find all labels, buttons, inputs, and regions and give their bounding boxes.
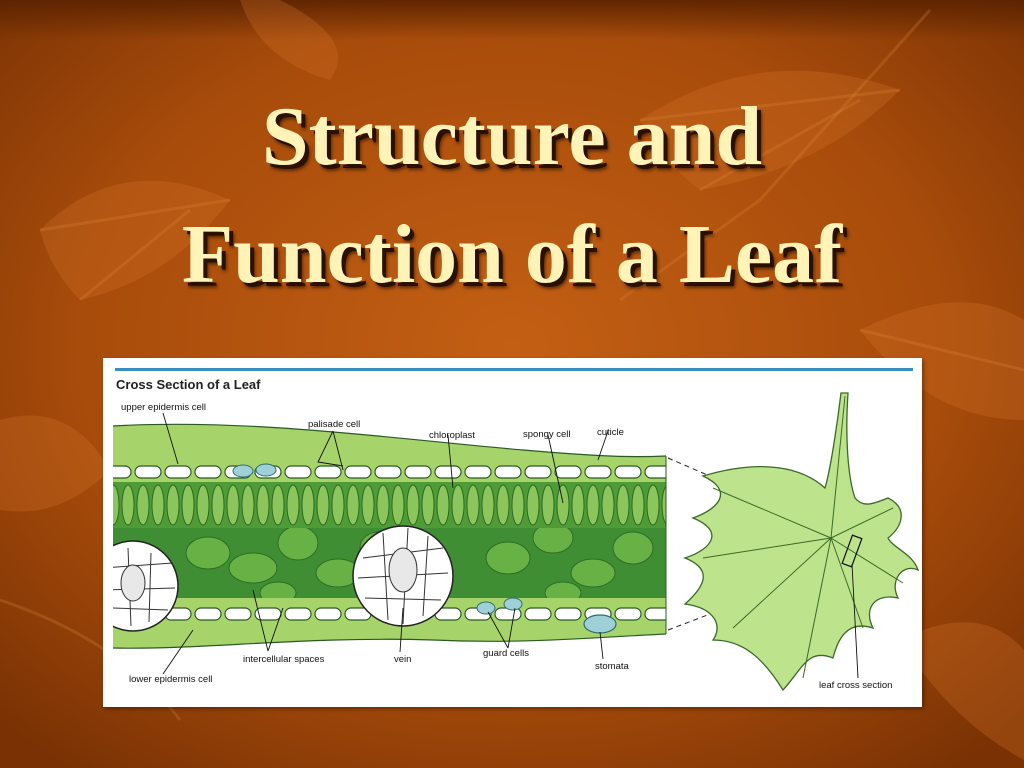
upper-epidermis-cell [494,465,522,479]
palisade-cell [496,484,510,526]
palisade-cell [541,484,555,526]
palisade-cell [271,484,285,526]
figure-top-rule [115,368,913,371]
label-stomata: stomata [595,661,630,672]
upper-epidermis-cell [113,465,132,479]
palisade-cell [376,484,390,526]
lower-epidermis-cell [524,607,552,621]
leaf-cross-section-figure: Cross Section of a Leaf [103,358,922,707]
label-cuticle: cuticle [597,427,624,438]
palisade-cell [556,484,570,526]
palisade-cell [646,484,660,526]
lower-epidermis-cell [284,607,312,621]
upper-epidermis-cell [434,465,462,479]
label-upper-epidermis-cell: upper epidermis cell [121,402,206,413]
palisade-cell [196,484,210,526]
palisade-cell [166,484,180,526]
palisade-cell [526,484,540,526]
lower-epidermis-cell [554,607,582,621]
label-vein: vein [394,654,411,665]
palisade-cell [436,484,450,526]
upper-epidermis-cell [464,465,492,479]
upper-epidermis-cell [614,465,642,479]
upper-epidermis-cell [524,465,552,479]
lower-epidermis-cell [614,607,642,621]
palisade-cell [571,484,585,526]
lower-epidermis-cell [644,607,666,621]
title-line-2: Function of a Leaf [181,208,843,301]
palisade-cell [511,484,525,526]
palisade-cell [631,484,645,526]
lower-epidermis-cell [194,607,222,621]
palisade-cell [301,484,315,526]
palisade-cell [256,484,270,526]
palisade-cell [616,484,630,526]
upper-epidermis-cell [374,465,402,479]
lower-epidermis-cell [224,607,252,621]
palisade-cell [331,484,345,526]
upper-epidermis-cell [134,465,162,479]
slide-title: Structure and Function of a Leaf [0,78,1024,314]
palisade-cell [121,484,135,526]
upper-epidermis-cell [404,465,432,479]
label-palisade-cell: palisade cell [308,419,360,430]
palisade-cell [226,484,240,526]
leaf-diagram: Cross Section of a Leaf [112,368,920,692]
label-spongy-cell: spongy cell [523,429,571,440]
palisade-cell [421,484,435,526]
upper-epidermis-cell [644,465,666,479]
palisade-cell [181,484,195,526]
upper-epidermis-cell [584,465,612,479]
upper-epidermis-cell [164,465,192,479]
palisade-cell [586,484,600,526]
palisade-cell [113,484,120,526]
palisade-cell [211,484,225,526]
palisade-cell [391,484,405,526]
label-lower-epidermis-cell: lower epidermis cell [129,674,212,685]
label-intercellular-spaces: intercellular spaces [243,654,325,665]
palisade-cell [286,484,300,526]
whole-leaf-illustration [683,392,920,692]
upper-epidermis-cell [314,465,342,479]
label-guard-cells: guard cells [483,648,529,659]
palisade-cell [316,484,330,526]
lower-epidermis-cell [314,607,342,621]
palisade-cell [346,484,360,526]
upper-epidermis-cell [194,465,222,479]
upper-epidermis-cell [284,465,312,479]
palisade-cell [406,484,420,526]
upper-epidermis-cell [554,465,582,479]
palisade-cell [481,484,495,526]
label-chloroplast: chloroplast [429,430,475,441]
palisade-cell [466,484,480,526]
palisade-cell [241,484,255,526]
title-line-1: Structure and [261,90,763,183]
palisade-cell [661,484,666,526]
palisade-cell [451,484,465,526]
palisade-cell [601,484,615,526]
cross-section-tissue [113,424,666,649]
label-leaf-cross-section: leaf cross section [819,680,892,691]
palisade-cell [361,484,375,526]
palisade-cell [151,484,165,526]
palisade-cell [136,484,150,526]
figure-title: Cross Section of a Leaf [116,377,261,392]
upper-epidermis-cell [344,465,372,479]
